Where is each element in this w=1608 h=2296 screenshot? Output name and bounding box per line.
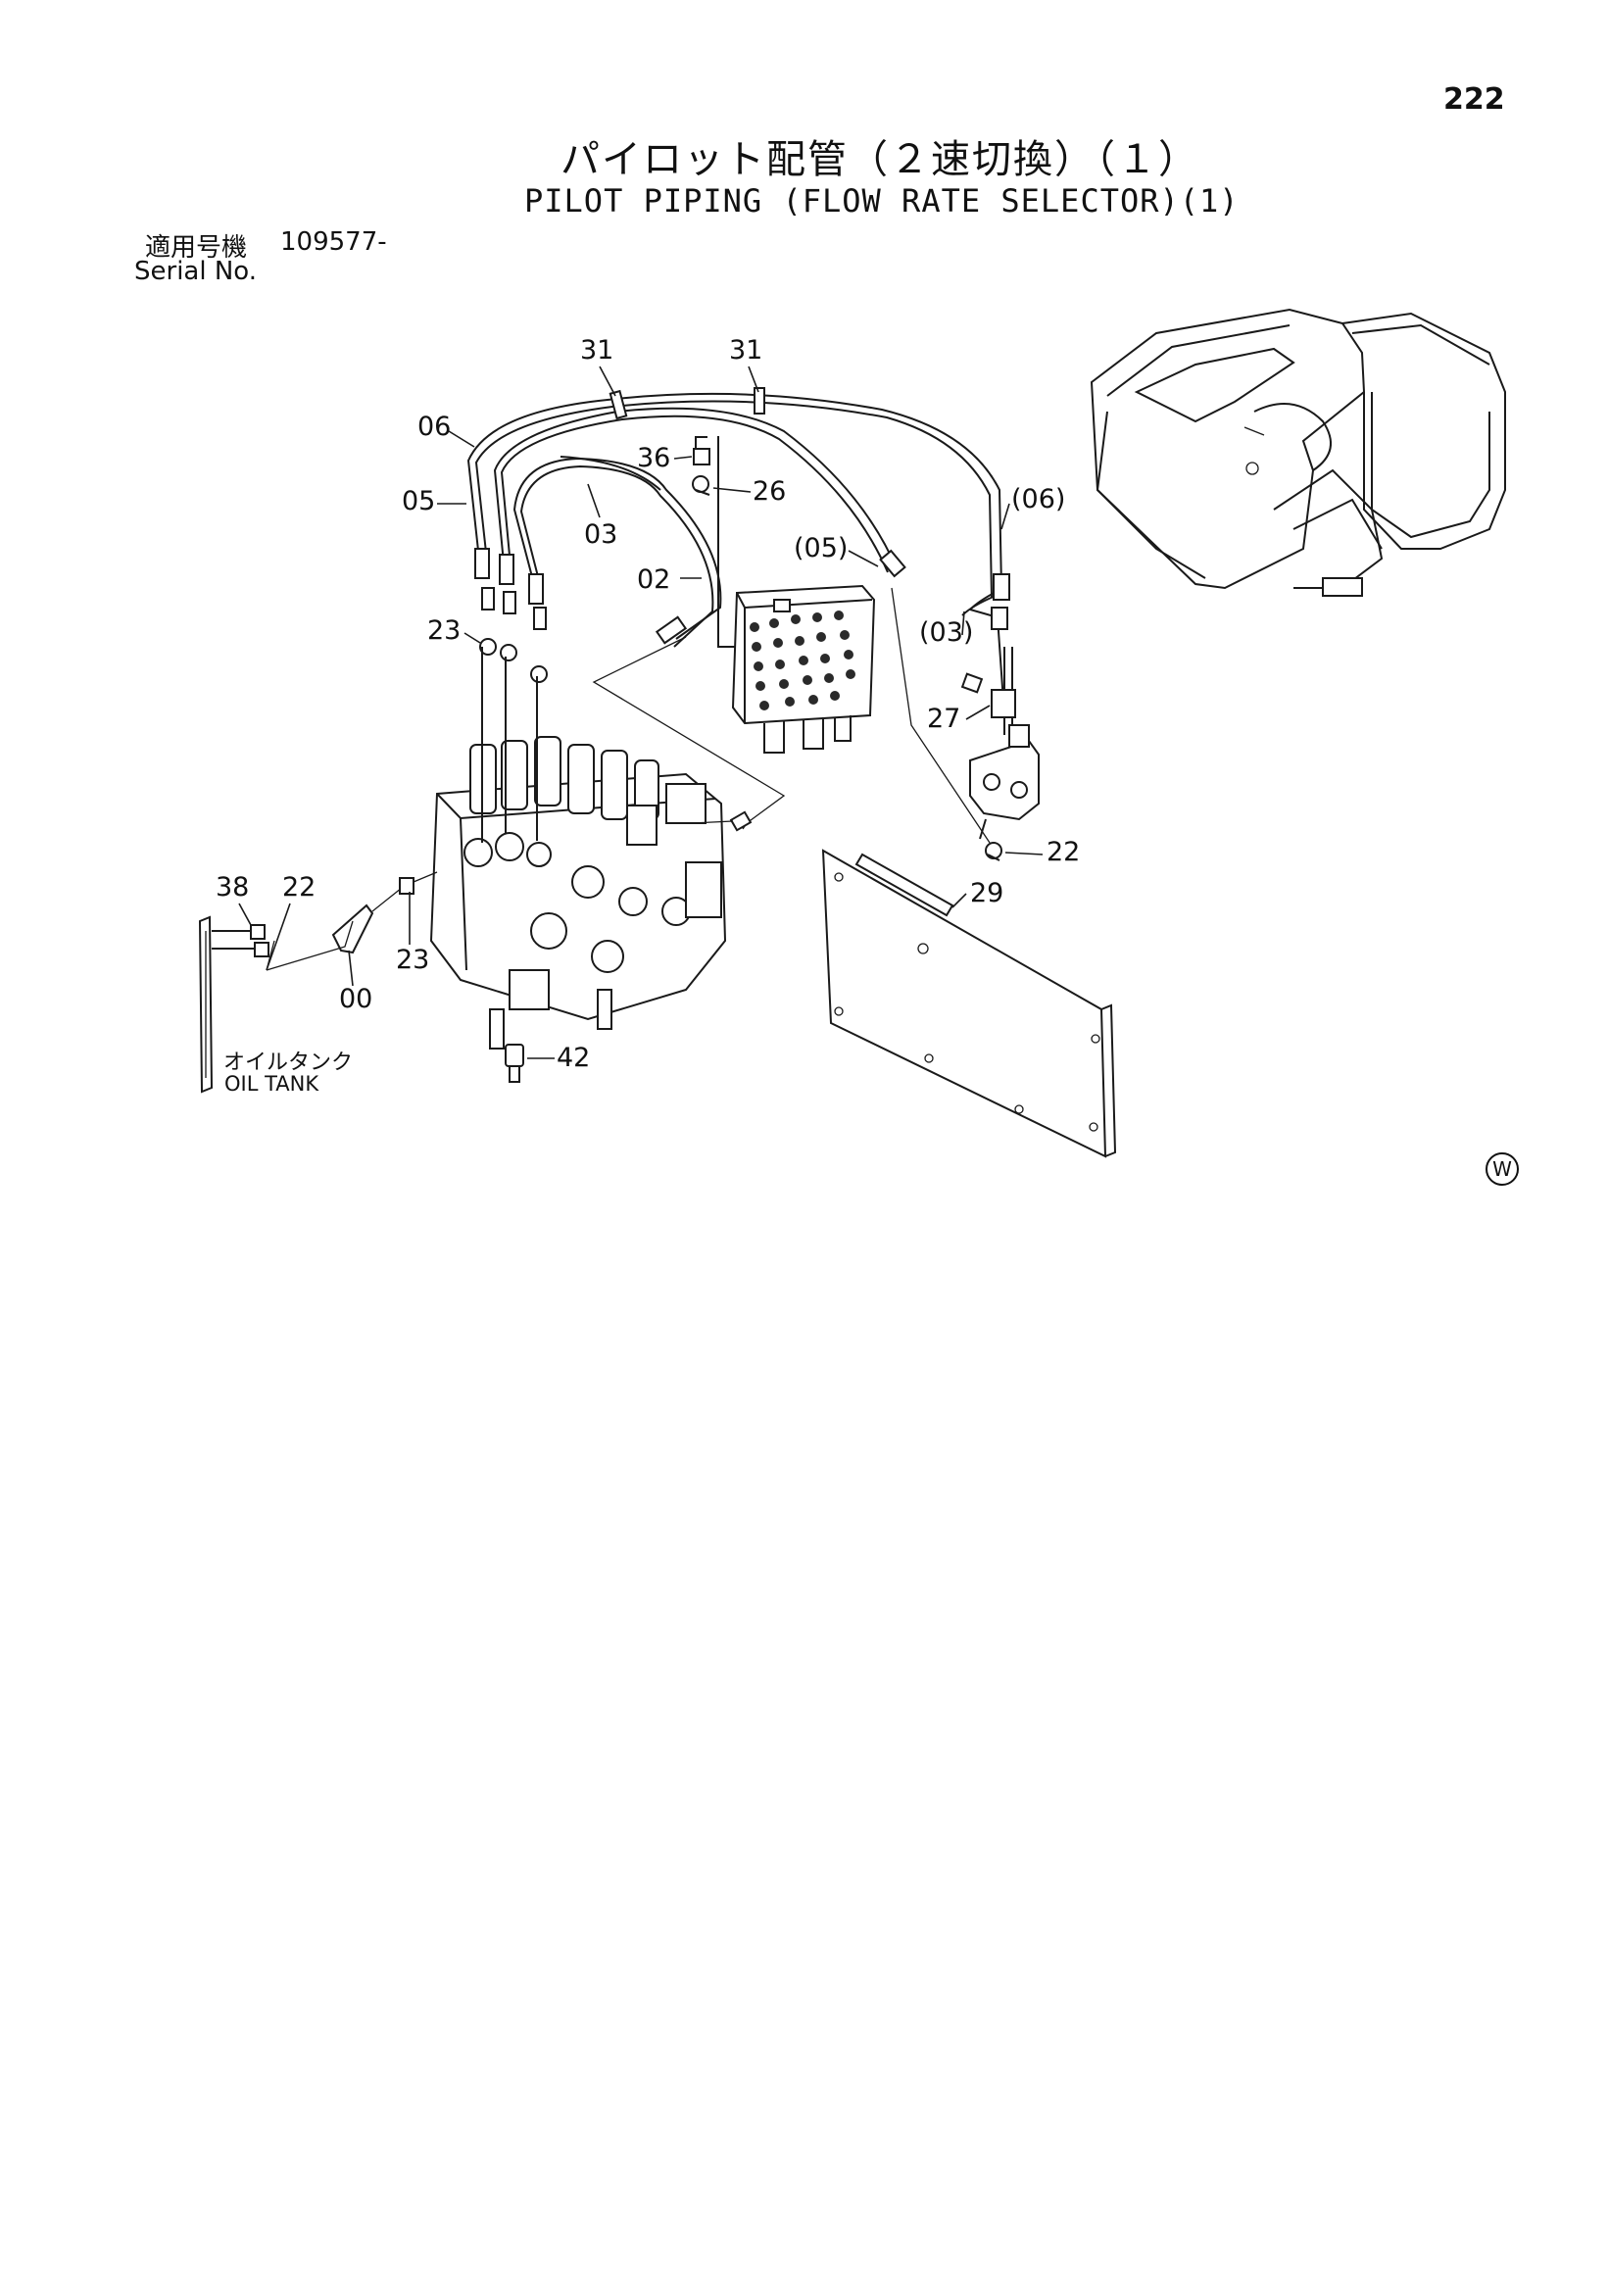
callout-42: 42: [557, 1043, 591, 1073]
fittings-36-26: [692, 436, 737, 648]
fitting-22-right: [985, 842, 1002, 861]
callout-38: 38: [216, 872, 250, 903]
selector-valve-27: [960, 647, 1040, 840]
w-mark-icon: W: [1486, 1152, 1519, 1186]
control-valve: [429, 647, 727, 1050]
page-title-jp: パイロット配管（２速切換）（１）: [560, 137, 1199, 182]
callout-00: 00: [339, 984, 373, 1014]
page-title-en: PILOT PIPING (FLOW RATE SELECTOR)(1): [524, 182, 1240, 220]
serial-label-en: Serial No.: [134, 257, 257, 286]
callout-29: 29: [970, 878, 1004, 908]
callout-31-left: 31: [580, 335, 614, 366]
oil-tank-assembly: [198, 871, 438, 1094]
page-number: 222: [1443, 82, 1505, 117]
callout-26: 26: [753, 476, 787, 507]
serial-number: 109577-: [280, 227, 387, 257]
serial-label-jp: 適用号機: [145, 233, 248, 263]
callout-36: 36: [637, 443, 671, 473]
callout-02: 02: [637, 564, 671, 595]
callout-05-ref: (05): [794, 533, 849, 563]
cover-plate-29: [821, 849, 1117, 1158]
leader-lines: [592, 587, 991, 844]
callout-22-right: 22: [1047, 837, 1081, 867]
oil-tank-label-en: OIL TANK: [224, 1072, 319, 1096]
callout-27: 27: [927, 704, 961, 734]
callout-03: 03: [584, 519, 618, 550]
pilot-hose-bundle: [466, 392, 1005, 716]
pilot-valve-block: [731, 584, 876, 754]
callout-03-ref: (03): [919, 617, 974, 648]
plug-42: [505, 1044, 524, 1083]
callout-06: 06: [417, 412, 452, 442]
callout-23-lower: 23: [396, 945, 430, 975]
callout-05: 05: [402, 486, 436, 516]
excavator-overview: [1090, 308, 1506, 597]
callout-31-right: 31: [729, 335, 763, 366]
hose-end-fittings: [474, 548, 1010, 683]
clamp-31: [609, 387, 765, 420]
callout-23-upper: 23: [427, 615, 462, 646]
callout-22-left: 22: [282, 872, 317, 903]
oil-tank-label-jp: オイルタンク: [223, 1050, 354, 1075]
callout-06-ref: (06): [1011, 484, 1066, 514]
